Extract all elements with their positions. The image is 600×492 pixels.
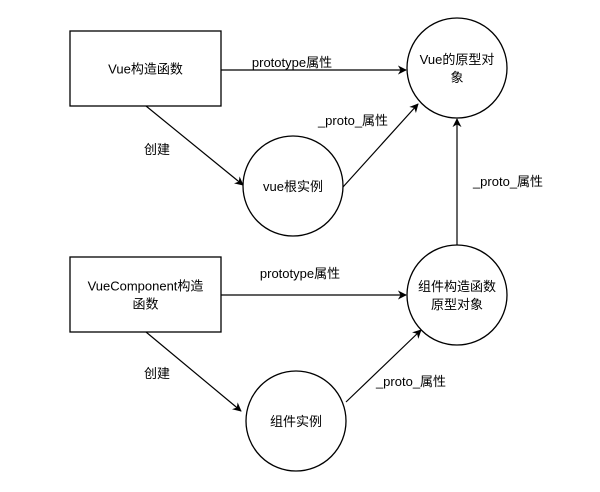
- edge-label: _proto_属性: [472, 174, 543, 189]
- node-label: 组件实例: [270, 414, 322, 429]
- edge-label: 创建: [144, 366, 170, 381]
- node-vc-inst: 组件实例: [245, 370, 347, 472]
- arrow-line: [145, 331, 242, 412]
- edge-vc_inst-to-vc_proto: [345, 329, 422, 403]
- edge-label: _proto_属性: [317, 113, 388, 128]
- node-vue-root: vue根实例: [242, 135, 344, 237]
- edge-label: prototype属性: [260, 266, 340, 281]
- node-label: Vue构造函数: [108, 62, 183, 77]
- node-label: Vue的原型对: [420, 52, 495, 67]
- node-circle: [245, 370, 347, 472]
- edge-label: 创建: [144, 142, 170, 157]
- arrow-line: [145, 105, 244, 186]
- arrow-line: [342, 103, 419, 188]
- node-circle: [242, 135, 344, 237]
- node-circle: [406, 244, 508, 346]
- node-label: 象: [450, 70, 463, 85]
- node-vue-ctor: Vue构造函数: [69, 30, 222, 107]
- edge-labels-layer: prototype属性创建_proto_属性_proto_属性prototype…: [144, 55, 543, 389]
- node-label: 函数: [132, 297, 158, 312]
- edge-vc_ctor-to-vc_inst: [145, 331, 242, 412]
- node-label: vue根实例: [263, 179, 323, 194]
- arrow-line: [345, 329, 422, 403]
- node-label: 组件构造函数: [418, 279, 496, 294]
- edges-layer: [145, 65, 462, 412]
- edge-label: prototype属性: [252, 55, 332, 70]
- edge-vue_root-to-vue_proto: [342, 103, 419, 188]
- node-circle: [406, 17, 508, 119]
- node-box: [69, 256, 222, 333]
- edge-vue_ctor-to-vue_root: [145, 105, 244, 186]
- edge-label: _proto_属性: [375, 374, 446, 389]
- node-box: [69, 30, 222, 107]
- node-label: 原型对象: [431, 297, 483, 312]
- node-label: VueComponent构造: [88, 279, 204, 294]
